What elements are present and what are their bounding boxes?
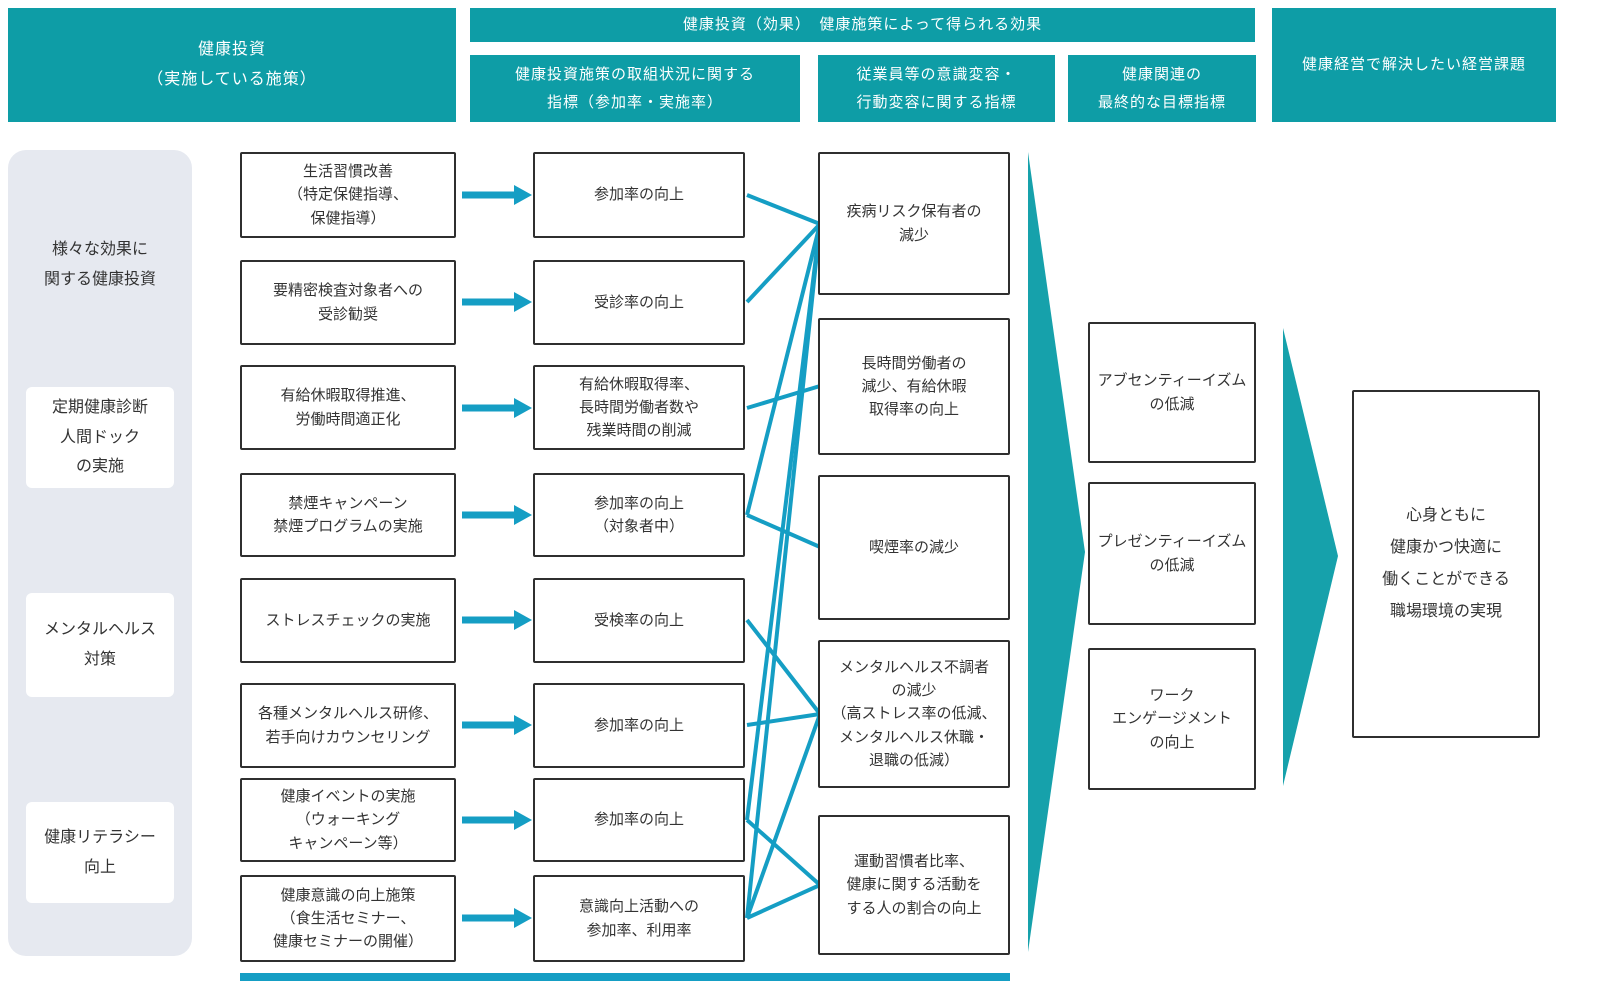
header-awareness-change: 従業員等の意識変容・ 行動変容に関する指標 [818,55,1055,122]
indicator-to-behavior-line [746,883,821,920]
indicator-box-participation-2: 参加率の向上 [533,683,745,768]
header-effects-strip: 健康投資（効果） 健康施策によって得られる効果 [470,8,1255,42]
target-box-absenteeism: アブセンティーイズム の低減 [1088,322,1256,463]
bottom-edge-strip [240,973,1010,981]
indicator-to-behavior-line [745,222,822,304]
indicator-box-awareness-activity: 意識向上活動への 参加率、利用率 [533,875,745,962]
indicator-to-behavior-line [745,713,822,919]
behavior-box-long-hours: 長時間労働者の 減少、有給休暇 取得率の向上 [818,318,1010,455]
big-arrow-target-to-goal [1283,328,1338,786]
measure-to-indicator-arrow-head [514,505,532,525]
measure-box-detailed-exam: 要精密検査対象者への 受診勧奨 [240,260,456,345]
measure-to-indicator-arrow-head [514,908,532,928]
indicator-box-participation-1: 参加率の向上 [533,152,745,238]
measure-to-indicator-arrow-head [514,610,532,630]
header-initiative-status: 健康投資施策の取組状況に関する 指標（参加率・実施率） [470,55,800,122]
indicator-box-consultation: 受診率の向上 [533,260,745,345]
measure-to-indicator-arrow-head [514,398,532,418]
category-mental-health: メンタルヘルス 対策 [26,593,174,697]
measure-box-mental-training: 各種メンタルヘルス研修、 若手向けカウンセリング [240,683,456,768]
indicator-box-screening: 受検率の向上 [533,578,745,663]
measure-box-lifestyle: 生活習慣改善 （特定保健指導、 保健指導） [240,152,456,238]
header-management-issue: 健康経営で解決したい経営課題 [1272,8,1556,122]
category-regular-checkup: 定期健康診断 人間ドック の実施 [26,387,174,488]
measure-to-indicator-arrow-head [514,715,532,735]
header-investment: 健康投資 （実施している施策） [8,8,456,122]
indicator-to-behavior-line [746,193,821,226]
measure-box-awareness: 健康意識の向上施策 （食生活セミナー、 健康セミナーの開催） [240,875,456,962]
indicator-box-participation-target: 参加率の向上 （対象者中） [533,473,745,557]
big-arrow-behavior-to-target [1028,152,1085,952]
indicator-to-behavior-line [745,223,822,516]
measure-box-stress-check: ストレスチェックの実施 [240,578,456,663]
measure-to-indicator-arrow-head [514,292,532,312]
header-final-target: 健康関連の 最終的な目標指標 [1068,55,1256,122]
indicator-to-behavior-line [745,618,822,716]
measure-to-indicator-arrow-head [514,810,532,830]
indicator-to-behavior-line [745,223,822,919]
target-box-work-engagement: ワーク エンゲージメント の向上 [1088,648,1256,790]
behavior-box-mental-illness: メンタルヘルス不調者 の減少 （高ストレス率の低減、 メンタルヘルス休職・ 退職… [818,640,1010,788]
category-various-effects: 様々な効果に 関する健康投資 [43,241,156,288]
measure-box-paid-leave: 有給休暇取得推進、 労働時間適正化 [240,365,456,450]
category-health-literacy: 健康リテラシー 向上 [26,802,174,903]
indicator-to-behavior-line [745,818,822,887]
behavior-box-smoking-rate: 喫煙率の減少 [818,475,1010,620]
goal-box-workplace: 心身ともに 健康かつ快適に 働くことができる 職場環境の実現 [1352,390,1540,738]
indicator-to-behavior-line [746,384,821,410]
measure-box-no-smoking: 禁煙キャンペーン 禁煙プログラムの実施 [240,473,456,557]
category-sidebar: 様々な効果に 関する健康投資 定期健康診断 人間ドック の実施 メンタルヘルス … [8,150,192,956]
indicator-box-leave-overtime: 有給休暇取得率、 長時間労働者数や 残業時間の削減 [533,365,745,450]
behavior-box-exercise-habit: 運動習慣者比率、 健康に関する活動を する人の割合の向上 [818,815,1010,955]
indicator-box-participation-3: 参加率の向上 [533,778,745,862]
measure-box-health-event: 健康イベントの実施 （ウォーキング キャンペーン等） [240,778,456,862]
target-box-presenteeism: プレゼンティーイズム の低減 [1088,482,1256,625]
behavior-box-disease-risk: 疾病リスク保有者の 減少 [818,152,1010,295]
measure-to-indicator-arrow-head [514,185,532,205]
